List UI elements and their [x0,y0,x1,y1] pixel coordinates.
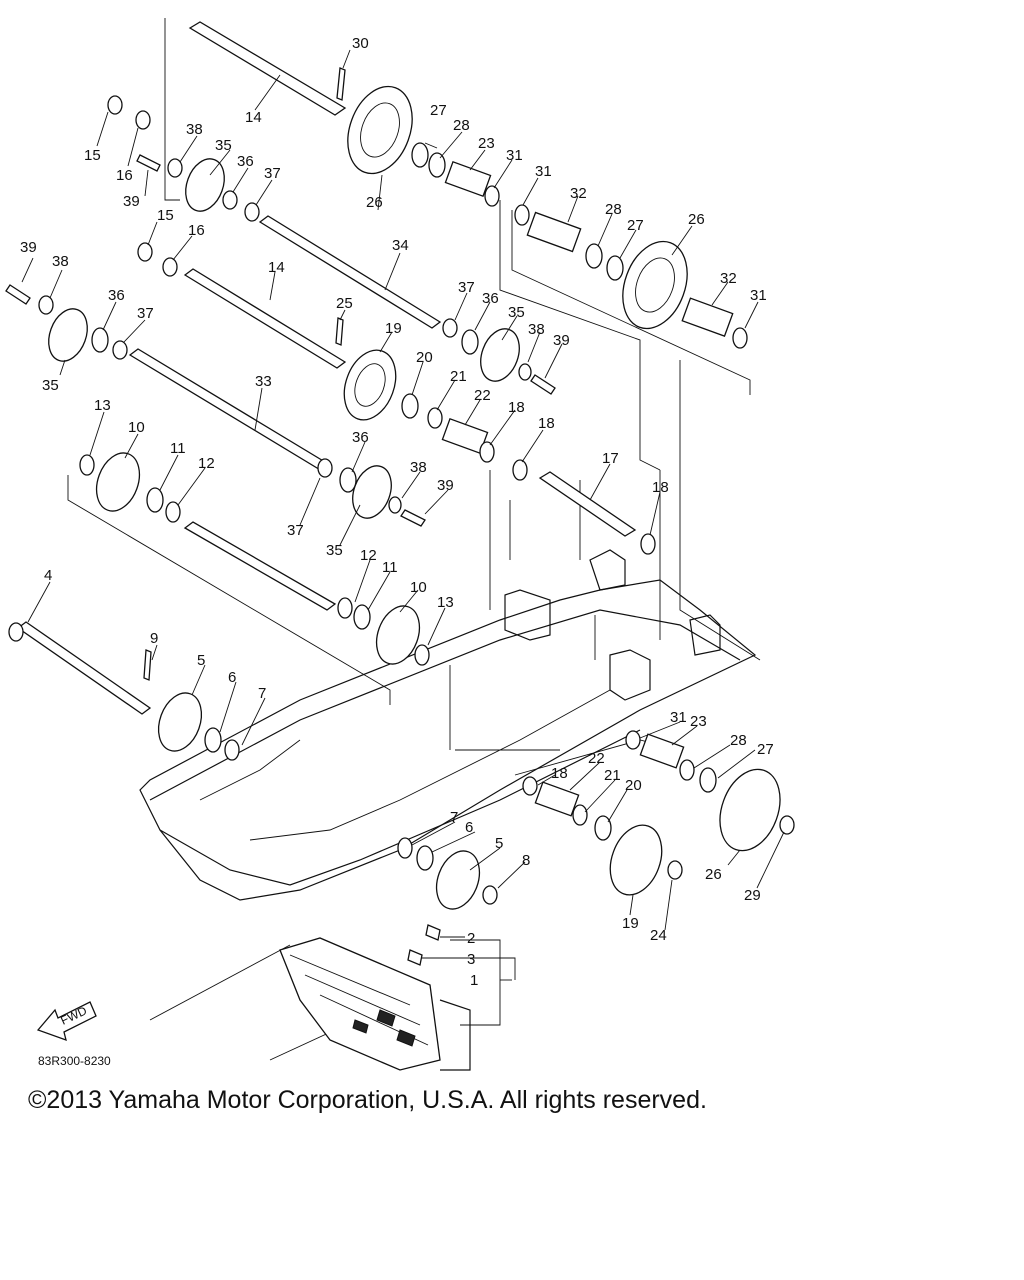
part-label-30: 30 [352,35,369,52]
part-label-38d: 38 [410,459,427,476]
shafts [16,21,637,715]
part-label-8: 8 [522,852,530,869]
part-label-13a: 13 [94,397,111,414]
part-label-14a: 14 [245,109,262,126]
part-label-15a: 15 [84,147,101,164]
part-label-14b: 14 [268,259,285,276]
part-label-31d: 31 [670,709,687,726]
part-label-4: 4 [44,567,52,584]
part-label-1: 1 [470,972,478,989]
part-label-6b: 6 [465,819,473,836]
part-label-7a: 7 [258,685,266,702]
part-label-36b: 36 [108,287,125,304]
part-label-39b: 39 [20,239,37,256]
part-label-31b: 31 [535,163,552,180]
part-label-10a: 10 [128,419,145,436]
part-label-34: 34 [392,237,409,254]
part-label-18b: 18 [538,415,555,432]
part-label-26a: 26 [366,194,383,211]
part-label-35b: 35 [42,377,59,394]
part-label-37c: 37 [458,279,475,296]
part-label-2: 2 [467,930,475,947]
part-label-20b: 20 [625,777,642,794]
part-label-11a: 11 [170,440,186,457]
part-label-38b: 38 [52,253,69,270]
part-label-36d: 36 [352,429,369,446]
part-label-23b: 23 [690,713,707,730]
part-label-11b: 11 [382,559,398,576]
part-label-12b: 12 [360,547,377,564]
part-label-9: 9 [150,630,158,647]
small-parts [5,67,795,966]
part-label-22a: 22 [474,387,491,404]
part-label-31c: 31 [750,287,767,304]
part-label-35d: 35 [326,542,343,559]
track-slide-runner [279,937,512,1071]
part-label-37d: 37 [287,522,304,539]
part-label-37b: 37 [137,305,154,322]
part-label-5a: 5 [197,652,205,669]
part-label-21b: 21 [604,767,621,784]
exploded-parts-diagram: FWD [5,18,795,1071]
part-label-38a: 38 [186,121,203,138]
part-label-26c: 26 [705,866,722,883]
part-label-33: 33 [255,373,272,390]
part-label-26b: 26 [688,211,705,228]
part-label-35a: 35 [215,137,232,154]
part-label-10b: 10 [410,579,427,596]
part-label-28b: 28 [605,201,622,218]
part-label-39a: 39 [123,193,140,210]
part-label-29: 29 [744,887,761,904]
part-label-27b: 27 [627,217,644,234]
part-label-5b: 5 [495,835,503,852]
part-label-20a: 20 [416,349,433,366]
part-label-28c: 28 [730,732,747,749]
part-label-7b: 7 [450,809,458,826]
part-label-19b: 19 [622,915,639,932]
fwd-arrow-icon: FWD [36,1001,97,1042]
leader-lines [21,49,785,980]
part-label-18c: 18 [652,479,669,496]
part-label-13b: 13 [437,594,454,611]
part-label-15b: 15 [157,207,174,224]
part-label-36a: 36 [237,153,254,170]
part-label-17: 17 [602,450,619,467]
part-label-3: 3 [467,951,475,968]
part-label-18a: 18 [508,399,525,416]
part-label-31a: 31 [506,147,523,164]
part-label-19a: 19 [385,320,402,337]
part-label-36c: 36 [482,290,499,307]
part-label-27a: 27 [430,102,447,119]
part-label-21a: 21 [450,368,467,385]
part-label-12a: 12 [198,455,215,472]
part-label-35c: 35 [508,304,525,321]
wheels [48,85,781,910]
part-label-32a: 32 [570,185,587,202]
part-label-32b: 32 [720,270,737,287]
part-label-27c: 27 [757,741,774,758]
part-label-39c: 39 [553,332,570,349]
part-label-16b: 16 [188,222,205,239]
part-label-24: 24 [650,927,667,944]
part-label-25: 25 [336,295,353,312]
part-label-37a: 37 [264,165,281,182]
part-label-23a: 23 [478,135,495,152]
part-label-6a: 6 [228,669,236,686]
part-label-38c: 38 [528,321,545,338]
part-label-16a: 16 [116,167,133,184]
part-label-22b: 22 [588,750,605,767]
drawing-code: 83R300-8230 [38,1054,111,1068]
part-callouts: 1 2 3 4 5 6 7 7 6 5 8 9 10 10 11 11 12 1… [20,35,774,989]
part-label-28a: 28 [453,117,470,134]
part-label-39d: 39 [437,477,454,494]
copyright-notice: ©2013 Yamaha Motor Corporation, U.S.A. A… [28,1086,707,1114]
part-label-18d: 18 [551,765,568,782]
